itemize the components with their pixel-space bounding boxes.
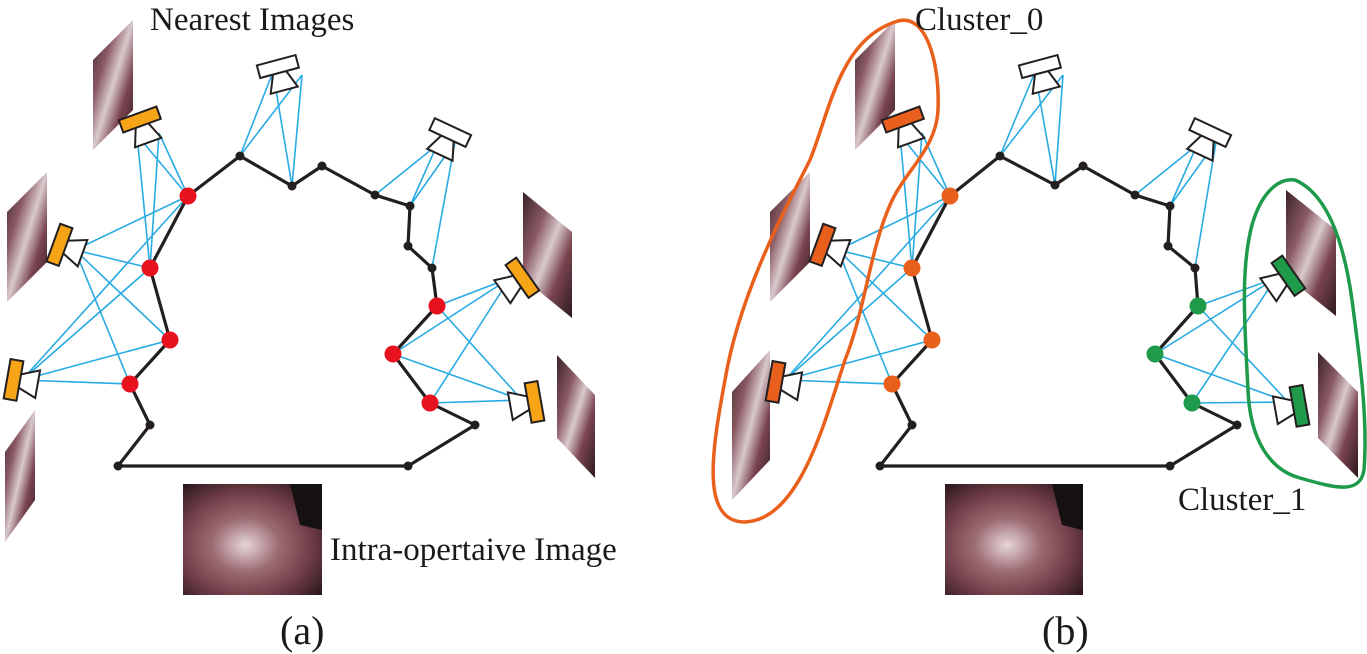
- camera-frustum-icon: [2, 357, 42, 402]
- tissue-image-thumbnail: [770, 172, 810, 302]
- path-nodes: [875, 151, 1242, 471]
- camera-frustum-icon: [492, 256, 541, 306]
- tissue-image-thumbnail: [1286, 190, 1336, 316]
- camera-frustum-icon: [1258, 254, 1307, 304]
- camera-frustum-icon: [255, 53, 301, 96]
- tissue-image-thumbnail: [1318, 352, 1358, 478]
- panel-a-label: (a): [280, 608, 324, 653]
- view-rays: [21, 71, 523, 404]
- instrument-shadow: [290, 484, 322, 530]
- panel-b: Cluster_0 Cluster_1 (b): [711, 2, 1367, 653]
- camera-frustum-icon: [425, 116, 473, 163]
- tissue-image-thumbnail: [7, 172, 47, 302]
- nearest-images-label: Nearest Images: [150, 2, 354, 38]
- camera-frustum-icon: [45, 222, 89, 269]
- tissue-image-thumbnail: [557, 355, 595, 478]
- cluster-0-outline: [711, 18, 940, 524]
- instrument-shadow: [1052, 484, 1083, 530]
- camera-frustum-icon: [880, 105, 927, 149]
- camera-frustum-icon: [808, 222, 852, 269]
- tissue-image-thumbnail: [93, 20, 133, 150]
- cluster-1-label: Cluster_1: [1178, 482, 1306, 518]
- cluster-0-nodes: [883, 187, 959, 393]
- camera-frustum-icon: [1185, 116, 1233, 163]
- panel-b-label: (b): [1042, 608, 1089, 653]
- cluster-0-label: Cluster_0: [915, 2, 1043, 38]
- camera-trajectory-path: [878, 154, 1239, 468]
- camera-frustum-icon: [1017, 53, 1063, 96]
- tissue-image-thumbnail: [523, 192, 572, 318]
- camera-frustum-icon: [117, 105, 164, 149]
- nearest-image-thumbnails: [732, 20, 1358, 500]
- panel-a: Nearest Images Intra-opertaive Image (a): [2, 2, 617, 653]
- camera-frustum-icon: [764, 359, 804, 404]
- camera-trajectory-path: [116, 154, 477, 468]
- path-nodes: [113, 151, 480, 471]
- cluster-1-nodes: [1146, 297, 1207, 412]
- cluster-1-outline: [1242, 178, 1367, 489]
- tissue-image-thumbnail: [732, 350, 770, 500]
- selected-nodes: [121, 187, 446, 412]
- camera-frustum-icon: [506, 379, 546, 424]
- tissue-image-thumbnail: [855, 20, 895, 150]
- tissue-image-thumbnail: [5, 410, 35, 542]
- intra-operative-image-label: Intra-opertaive Image: [330, 532, 617, 568]
- camera-frustum-icon: [1271, 383, 1311, 428]
